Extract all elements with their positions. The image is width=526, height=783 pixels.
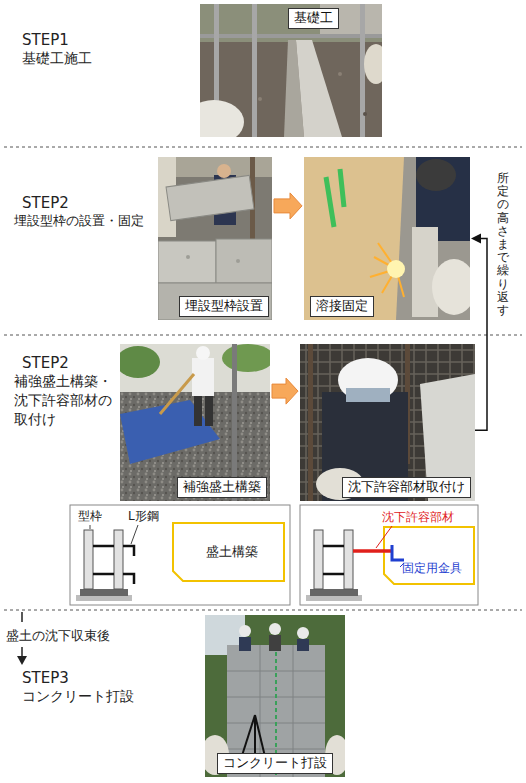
repeat-arrow <box>471 234 487 431</box>
shape-text: 盛土構築 <box>206 544 258 561</box>
repeat-note: 所定の高さまで繰り返す <box>497 172 509 317</box>
photo-caption: 沈下許容部材取付け <box>342 477 471 498</box>
condition-note: 盛土の沈下収束後 <box>6 627 110 645</box>
part-label: 型枠 <box>78 508 102 524</box>
photo-panel: 溶接固定 <box>304 157 470 320</box>
part-label: L形鋼 <box>128 508 159 524</box>
photo-form-setting <box>158 157 272 320</box>
step-title: 埋設型枠の設置・固定 <box>14 212 144 230</box>
embankment-shape: 盛土構築 <box>172 522 285 582</box>
photo-panel: 埋設型枠設置 <box>158 157 272 320</box>
step-number: STEP2 <box>22 193 69 213</box>
photo-settlement-member <box>300 344 475 501</box>
block-arrow <box>274 193 302 219</box>
photo-panel: 基礎工 <box>200 4 382 137</box>
part-label: 沈下許容部材 <box>382 509 454 525</box>
block-arrow <box>272 378 298 404</box>
photo-panel: 沈下許容部材取付け <box>300 344 475 501</box>
arrow-head <box>471 234 481 244</box>
photo-welding <box>304 157 476 320</box>
photo-concrete <box>201 615 349 777</box>
photo-caption: 溶接固定 <box>310 296 374 317</box>
step-title: 補強盛土構築・沈下許容部材の取付け <box>14 372 114 429</box>
schematic-left <box>70 505 290 605</box>
separator-line <box>4 147 522 610</box>
schematic-right <box>300 505 478 605</box>
embankment-outline <box>173 523 284 581</box>
block-arrow <box>274 193 302 219</box>
step-title: コンクリート打設 <box>22 687 134 706</box>
photo-caption: 補強盛土構築 <box>177 477 267 498</box>
part-label: 固定用金具 <box>402 560 462 576</box>
step-number: STEP2 <box>22 353 69 373</box>
photo-caption: 埋設型枠設置 <box>179 296 269 317</box>
step-number: STEP3 <box>22 668 69 688</box>
step-title: 基礎工施工 <box>22 49 92 68</box>
photo-caption: 基礎工 <box>288 8 339 29</box>
photo-foundation <box>184 4 388 144</box>
photo-panel: コンクリート打設 <box>205 615 345 777</box>
photo-panel: 補強盛土構築 <box>120 344 270 501</box>
photo-embankment <box>116 344 274 501</box>
block-arrow <box>272 378 298 404</box>
step-number: STEP1 <box>22 30 69 50</box>
repeat-line <box>475 239 487 431</box>
photo-caption: コンクリート打設 <box>217 753 333 774</box>
